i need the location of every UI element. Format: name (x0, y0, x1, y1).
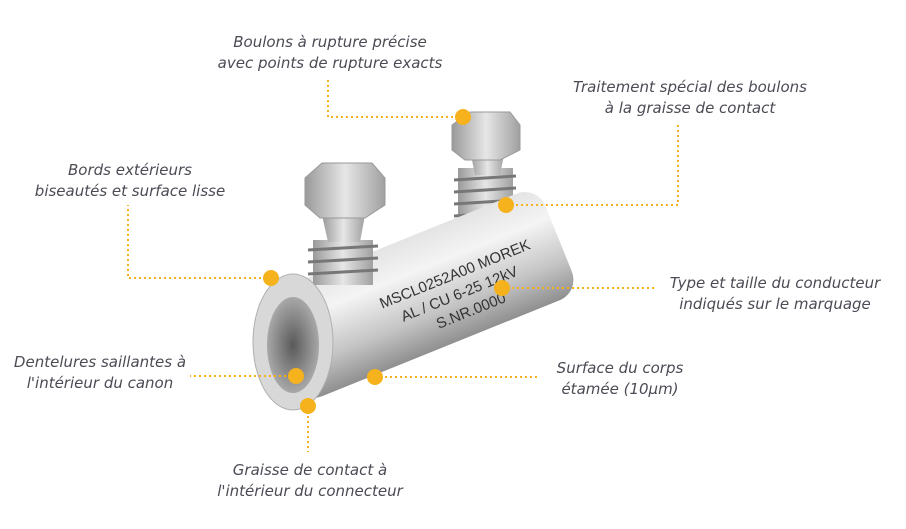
leader-lines (127, 80, 679, 452)
callout-bolts: Boulons à rupture précise avec points de… (205, 32, 455, 74)
callout-text: l'intérieur du canon (26, 374, 174, 392)
callout-text: étamée (10µm) (561, 380, 679, 398)
callout-text: Surface du corps (556, 359, 684, 377)
callout-text: avec points de rupture exacts (217, 54, 443, 72)
callout-serrations: Dentelures saillantes à l'intérieur du c… (0, 352, 200, 394)
connector-body (265, 191, 574, 398)
callout-surface: Surface du corps étamée (10µm) (540, 358, 700, 400)
callout-edges: Bords extérieurs biseautés et surface li… (20, 160, 240, 202)
callout-text: Dentelures saillantes à (13, 353, 187, 371)
callout-marking: Type et taille du conducteur indiqués su… (655, 273, 895, 315)
callout-inner-grease: Graisse de contact à l'intérieur du conn… (195, 460, 425, 502)
callout-dots (263, 109, 514, 414)
callout-text: Traitement spécial des boulons (573, 78, 807, 96)
bore-hole (267, 297, 319, 393)
callout-text: l'intérieur du connecteur (217, 482, 403, 500)
callout-text: à la graisse de contact (604, 99, 776, 117)
callout-text: biseautés et surface lisse (34, 182, 226, 200)
callout-text: indiqués sur le marquage (679, 295, 871, 313)
callout-text: Type et taille du conducteur (669, 274, 881, 292)
bolt-rear (451, 111, 521, 223)
callout-text: Bords extérieurs (67, 161, 192, 179)
bolt-front (304, 162, 386, 285)
callout-text: Boulons à rupture précise (233, 33, 427, 51)
callout-text: Graisse de contact à (232, 461, 388, 479)
callout-bolt-grease: Traitement spécial des boulons à la grai… (555, 77, 825, 119)
